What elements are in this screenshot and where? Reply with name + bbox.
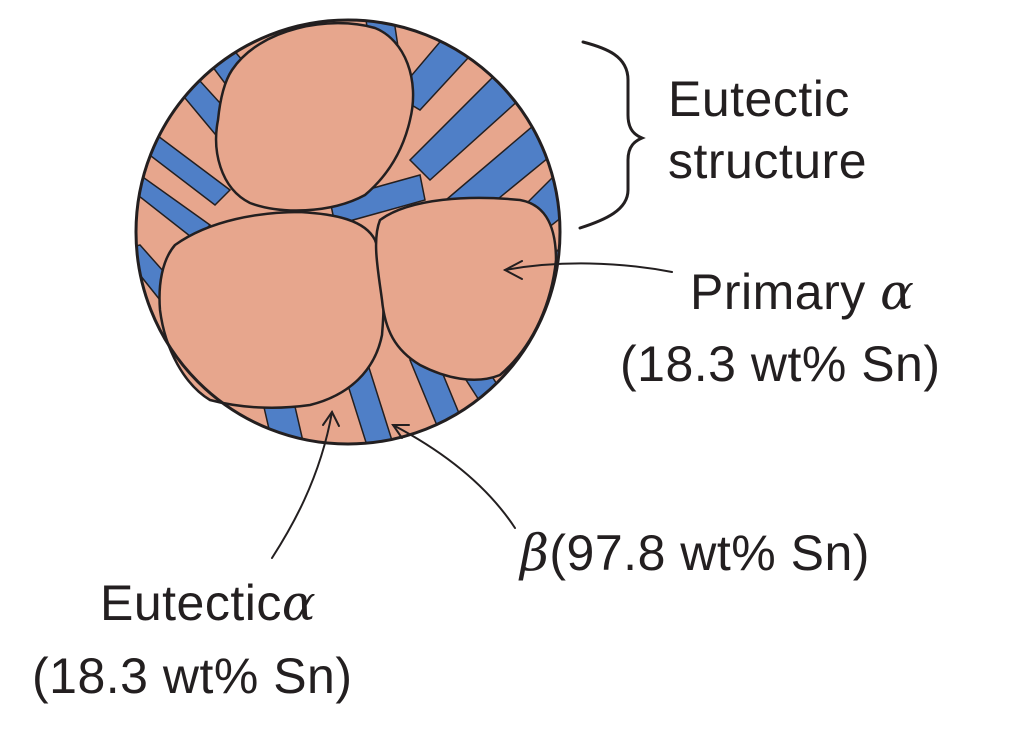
beta-composition: (97.8 wt% Sn) <box>549 525 870 581</box>
beta-arrow-icon <box>392 424 516 529</box>
eutectic-alpha-symbol: α <box>281 574 317 632</box>
primary-alpha-grain-right <box>374 196 558 381</box>
beta-label: β(97.8 wt% Sn) <box>520 522 870 584</box>
primary-alpha-label: Primary α <box>690 261 914 323</box>
primary-alpha-symbol: α <box>880 263 915 321</box>
primary-alpha-arrow-icon <box>504 262 673 273</box>
eutectic-alpha-arrow-icon <box>271 411 333 559</box>
eutectic-alpha-composition: (18.3 wt% Sn) <box>32 648 353 704</box>
primary-alpha-grain-left <box>158 210 385 409</box>
primary-alpha-text: Primary <box>690 264 866 320</box>
eutectic-structure-line2: structure <box>668 133 868 189</box>
beta-symbol: β <box>520 524 550 582</box>
curly-brace-icon <box>578 40 646 230</box>
primary-alpha-grains <box>158 21 558 409</box>
primary-alpha-grain-top <box>214 21 415 212</box>
primary-alpha-composition: (18.3 wt% Sn) <box>620 336 941 392</box>
eutectic-structure-label: Eutectic structure <box>668 68 867 192</box>
specimen-outline <box>134 18 562 446</box>
eutectic-structure-line1: Eutectic <box>668 71 850 127</box>
leader-arrows <box>271 260 673 559</box>
eutectic-alpha-text: Eutectic <box>100 575 282 631</box>
eutectic-alpha-label: Eutecticα <box>100 572 316 634</box>
